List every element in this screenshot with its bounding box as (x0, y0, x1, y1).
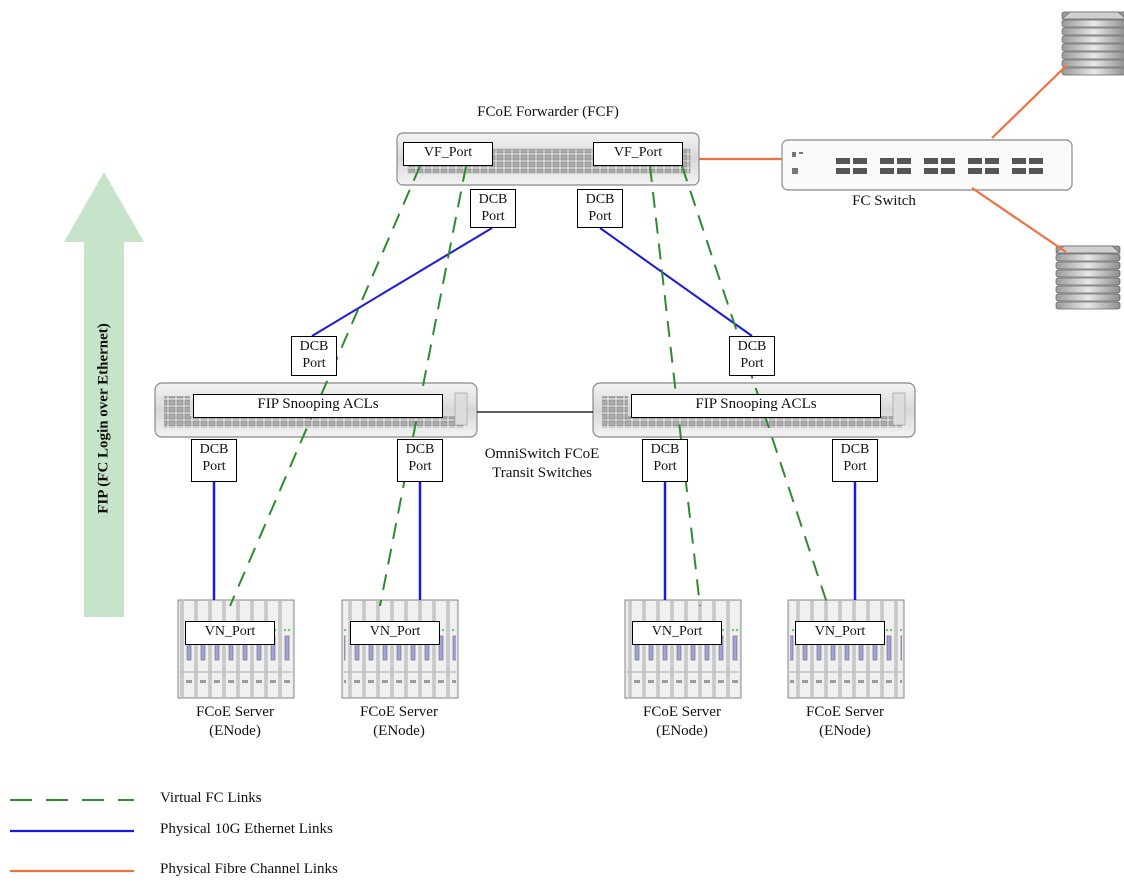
vf-port-left: VF_Port (403, 142, 493, 166)
server-label: FCoE Server (ENode) (170, 703, 300, 741)
fibre-link (991, 65, 1067, 139)
dcb-port: DCB Port (832, 439, 878, 482)
dcb-port-label: Port (302, 356, 326, 371)
vn-port: VN_Port (795, 621, 885, 645)
server-label-line1: FCoE Server (806, 704, 884, 720)
server-label: FCoE Server (ENode) (780, 703, 910, 741)
blade-server-icon (787, 599, 905, 699)
fip-snooping-acl-box: FIP Snooping ACLs (193, 394, 443, 418)
dcb-port-label: Port (408, 459, 432, 474)
dcb-port-label: DCB (299, 339, 329, 354)
ethernet-link (599, 227, 753, 337)
dcb-port-label: DCB (585, 192, 615, 207)
transit-caption-line2: Transit Switches (492, 465, 592, 481)
vn-port: VN_Port (350, 621, 440, 645)
legend-ethernet-label: Physical 10G Ethernet Links (160, 821, 333, 837)
dcb-port-label: Port (202, 459, 226, 474)
dcb-port: DCB Port (729, 336, 775, 376)
server-label: FCoE Server (ENode) (617, 703, 747, 741)
transit-caption-line1: OmniSwitch FCoE (484, 446, 600, 462)
dcb-port-label: Port (588, 209, 612, 224)
dcb-port-label: DCB (478, 192, 508, 207)
blade-server-icon (177, 599, 295, 699)
storage-disk-icon (1061, 11, 1124, 76)
transit-caption: OmniSwitch FCoE Transit Switches (462, 445, 622, 483)
dcb-port-label: DCB (650, 442, 680, 457)
storage-disk-icon (1055, 245, 1121, 310)
dcb-port-label: Port (843, 459, 867, 474)
fibre-link (971, 187, 1067, 253)
dcb-port-label: Port (653, 459, 677, 474)
vn-port: VN_Port (632, 621, 722, 645)
up-arrow-icon (64, 172, 144, 617)
blade-server-icon (624, 599, 742, 699)
server-label-line2: (ENode) (373, 723, 425, 739)
dcb-port: DCB Port (291, 336, 337, 376)
virtual-fc-link (379, 165, 467, 607)
virtual-fc-link (229, 165, 421, 607)
dcb-port: DCB Port (470, 189, 516, 228)
dcb-port: DCB Port (397, 439, 443, 482)
dcb-port-label: DCB (199, 442, 229, 457)
legend-fibre-label: Physical Fibre Channel Links (160, 861, 338, 877)
blade-server-icon (341, 599, 459, 699)
dcb-port-label: DCB (405, 442, 435, 457)
vn-port: VN_Port (185, 621, 275, 645)
fc-switch-label: FC Switch (852, 193, 916, 209)
fip-snooping-acl-box: FIP Snooping ACLs (631, 394, 881, 418)
server-label-line1: FCoE Server (643, 704, 721, 720)
virtual-fc-link (649, 165, 701, 607)
server-label-line1: FCoE Server (360, 704, 438, 720)
ethernet-link (311, 227, 493, 337)
server-label: FCoE Server (ENode) (334, 703, 464, 741)
vf-port-right: VF_Port (593, 142, 683, 166)
dcb-port: DCB Port (577, 189, 623, 228)
server-label-line2: (ENode) (209, 723, 261, 739)
server-label-line1: FCoE Server (196, 704, 274, 720)
fcf-title: FCoE Forwarder (FCF) (477, 104, 619, 120)
dcb-port-label: Port (481, 209, 505, 224)
dcb-port-label: DCB (737, 339, 767, 354)
fip-arrow-label: FIP (FC Login over Ethernet) (95, 323, 112, 514)
server-label-line2: (ENode) (656, 723, 708, 739)
dcb-port-label: Port (740, 356, 764, 371)
dcb-port-label: DCB (840, 442, 870, 457)
dcb-port: DCB Port (642, 439, 688, 482)
fc-switch-icon (781, 139, 1073, 191)
dcb-port: DCB Port (191, 439, 237, 482)
legend-virtual-label: Virtual FC Links (160, 790, 262, 806)
server-label-line2: (ENode) (819, 723, 871, 739)
